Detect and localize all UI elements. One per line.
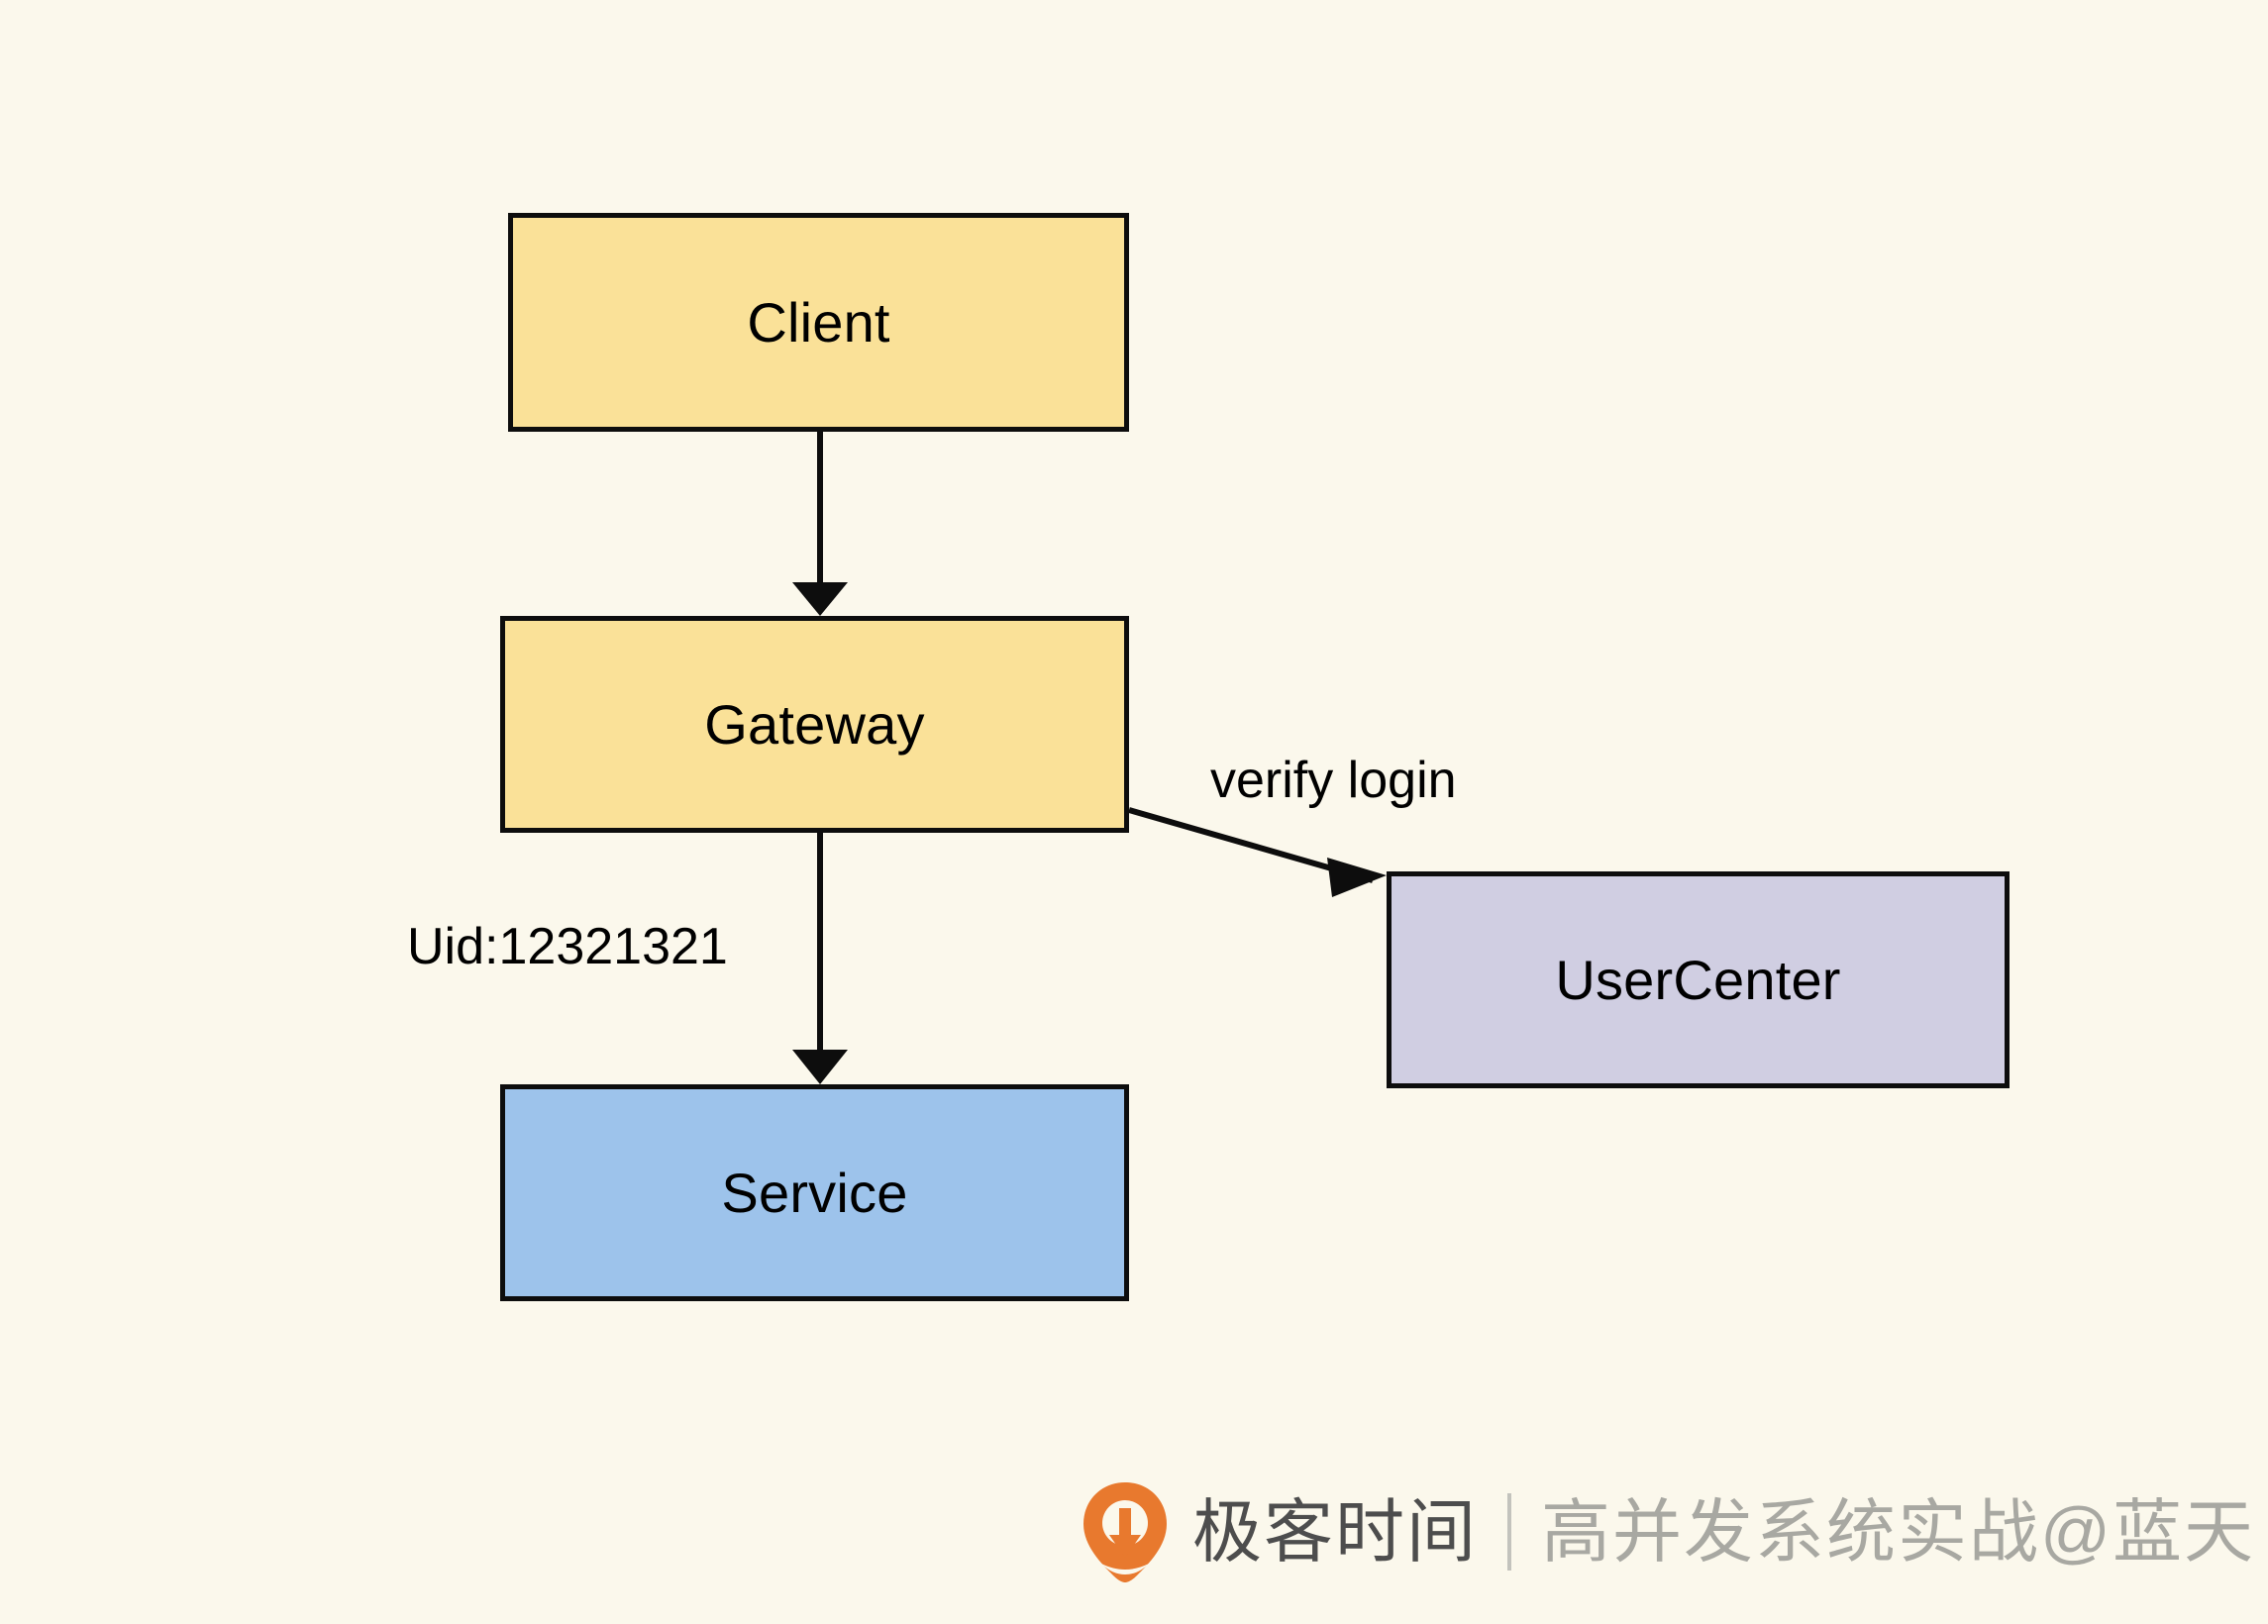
edge-gateway-to-usercenter-arrowhead xyxy=(1327,858,1387,897)
watermark-brand: 极客时间 xyxy=(1192,1493,1478,1571)
node-service-label: Service xyxy=(721,1161,908,1224)
watermark: 极客时间 高并发系统实战@蓝天 xyxy=(1080,1472,2255,1591)
node-gateway[interactable]: Gateway xyxy=(500,616,1129,833)
geekbang-logo-icon xyxy=(1083,1482,1167,1582)
node-usercenter-label: UserCenter xyxy=(1555,948,1841,1011)
edge-label-verify-login: verify login xyxy=(1210,752,1457,809)
edge-label-uid: Uid:12321321 xyxy=(407,918,728,975)
watermark-tagline: 高并发系统实战@蓝天 xyxy=(1541,1493,2256,1571)
node-client[interactable]: Client xyxy=(508,213,1129,432)
node-client-label: Client xyxy=(747,290,890,354)
edge-gateway-to-service-arrowhead xyxy=(792,1050,848,1084)
watermark-divider xyxy=(1507,1493,1511,1571)
edge-client-to-gateway-arrowhead xyxy=(792,582,848,616)
node-service[interactable]: Service xyxy=(500,1084,1129,1301)
node-gateway-label: Gateway xyxy=(704,692,925,756)
node-usercenter[interactable]: UserCenter xyxy=(1387,871,2010,1088)
